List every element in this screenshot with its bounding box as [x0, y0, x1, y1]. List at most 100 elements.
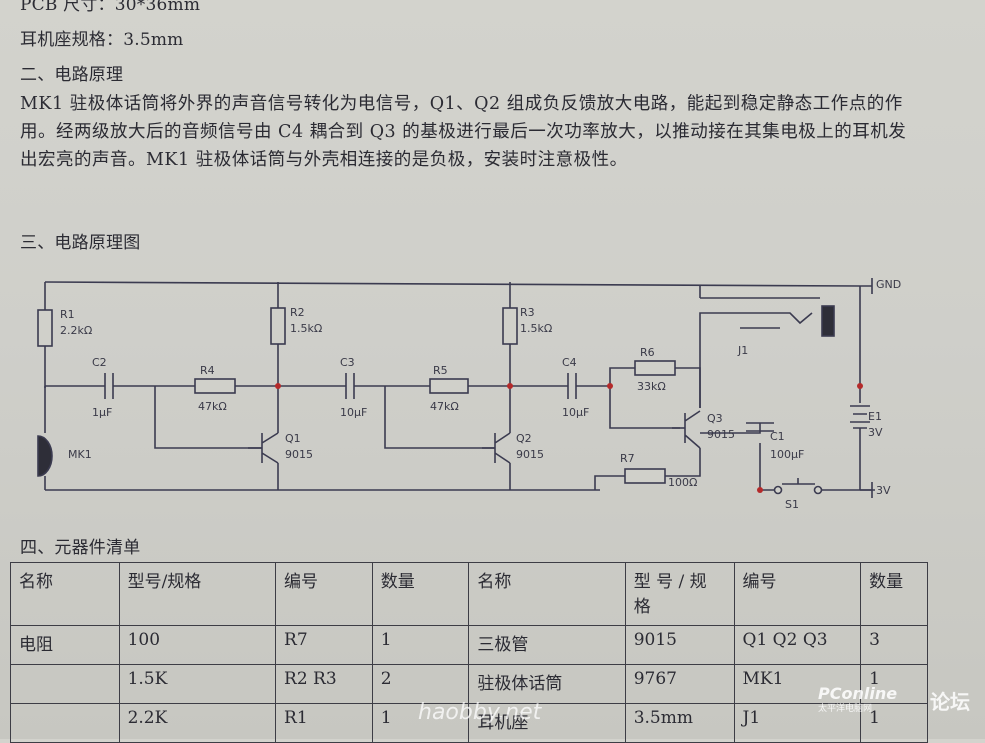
c3-plates [338, 373, 362, 399]
wire-q1-fb [154, 386, 262, 449]
table-cell [10, 703, 120, 743]
parts-table: 名称 型号/规格 编号 数量 名称 型 号 / 规 格 编号 数量 电阻 100… [10, 562, 928, 743]
section2-title: 二、电路原理 [20, 65, 124, 85]
r6-body [634, 360, 676, 376]
label-r1: R1 [60, 308, 75, 321]
j1-jack [740, 305, 835, 337]
label-r4: R4 [200, 364, 215, 377]
table-cell: 1.5K [118, 664, 277, 704]
e1-battery [850, 405, 870, 429]
label-3v: 3V [876, 484, 891, 497]
table-cell: R1 [275, 703, 373, 743]
table-cell: Q1 Q2 Q3 [733, 625, 862, 665]
table-cell: 2.2K [118, 703, 277, 743]
pcb-size-line: PCB 尺寸：30*36mm [20, 0, 201, 15]
table-cell [10, 664, 120, 704]
table-row: 电阻 100 R7 1 三极管 9015 Q1 Q2 Q3 3 [10, 625, 928, 665]
header-cell: 数量 [860, 562, 928, 626]
table-row: 1.5K R2 R3 2 驻极体话筒 9767 MK1 1 [10, 664, 928, 704]
wire-c4-q3 [585, 385, 680, 429]
c2-plates [95, 373, 125, 399]
label-q3: Q3 [707, 412, 723, 425]
label-r3-val: 1.5kΩ [520, 322, 552, 335]
r5-body [429, 378, 469, 394]
r1-body [37, 309, 53, 347]
header-cell: 编号 [275, 562, 373, 626]
table-cell: 驻极体话筒 [468, 664, 626, 704]
c1-plates [746, 422, 774, 432]
junction-dot [507, 383, 513, 389]
label-c1-val: 100μF [770, 448, 804, 461]
header-cell: 名称 [468, 562, 626, 626]
r7-body [624, 468, 666, 484]
label-c3-val: 10μF [340, 406, 367, 419]
table-cell: 3.5mm [624, 703, 735, 743]
r2-body [270, 307, 286, 345]
table-cell: R2 R3 [275, 664, 373, 704]
table-cell: R7 [275, 625, 373, 665]
header-cell: 型 号 / 规 格 [624, 562, 735, 626]
label-c2: C2 [92, 356, 107, 369]
label-r7: R7 [620, 452, 635, 465]
label-r6-val: 33kΩ [637, 380, 666, 393]
table-cell: 3 [860, 625, 928, 665]
label-r3: R3 [520, 306, 535, 319]
label-r6: R6 [640, 346, 655, 359]
table-cell: 1 [371, 703, 470, 743]
label-gnd: GND [876, 278, 901, 291]
section3-title: 三、电路原理图 [20, 233, 141, 253]
wire-j1 [699, 286, 820, 408]
s1-switch [773, 478, 823, 495]
header-cell: 名称 [10, 562, 120, 626]
label-q1: Q1 [285, 432, 301, 445]
table-cell: 9767 [624, 664, 735, 704]
watermark-left: haobby.net [418, 700, 542, 725]
label-c4-val: 10μF [562, 406, 589, 419]
header-cell: 编号 [733, 562, 862, 626]
junction-dot [857, 383, 863, 389]
label-c2-val: 1μF [92, 406, 112, 419]
label-r4-val: 47kΩ [198, 400, 227, 413]
table-cell: 2 [371, 664, 470, 704]
jack-spec-line: 耳机座规格：3.5mm [20, 30, 184, 50]
label-r2: R2 [290, 306, 305, 319]
label-e1: E1 [868, 410, 882, 423]
wire-top-rail [44, 281, 861, 287]
label-mk1: MK1 [68, 448, 92, 461]
gnd-terminal [860, 278, 873, 294]
watermark-right: PConline 太平洋电脑网 论坛 [818, 684, 970, 714]
table-cell: 1 [371, 625, 470, 665]
label-s1: S1 [785, 498, 799, 511]
wire-q2-fb [384, 386, 495, 449]
table-cell: 电阻 [10, 625, 120, 665]
q3-transistor [672, 410, 701, 449]
label-r1-val: 2.2kΩ [60, 324, 92, 337]
label-q1-val: 9015 [285, 448, 313, 461]
header-cell: 数量 [371, 562, 470, 626]
label-c4: C4 [562, 356, 577, 369]
label-q2-val: 9015 [516, 448, 544, 461]
label-r2-val: 1.5kΩ [290, 322, 322, 335]
table-cell: 100 [118, 625, 277, 665]
table-cell: 三极管 [468, 625, 626, 665]
junction-dot [607, 383, 613, 389]
label-q3-val: 9015 [707, 428, 735, 441]
q2-transistor [482, 432, 511, 464]
v3-terminal [860, 482, 873, 498]
mk1-mic [37, 435, 53, 477]
label-r5-val: 47kΩ [430, 400, 459, 413]
label-r7-val: 100Ω [668, 476, 697, 489]
r3-body [502, 307, 518, 345]
table-cell: 1 [860, 703, 928, 743]
q1-transistor [248, 432, 279, 464]
label-r5: R5 [433, 364, 448, 377]
watermark-forum: 论坛 [930, 690, 970, 714]
watermark-brand: PConline [818, 684, 898, 703]
label-q2: Q2 [516, 432, 532, 445]
c4-plates [560, 373, 585, 399]
table-cell: MK1 [733, 664, 862, 704]
junction-dot [275, 383, 281, 389]
r4-body [194, 378, 236, 394]
table-cell: 9015 [624, 625, 735, 665]
junction-dot [757, 487, 763, 493]
